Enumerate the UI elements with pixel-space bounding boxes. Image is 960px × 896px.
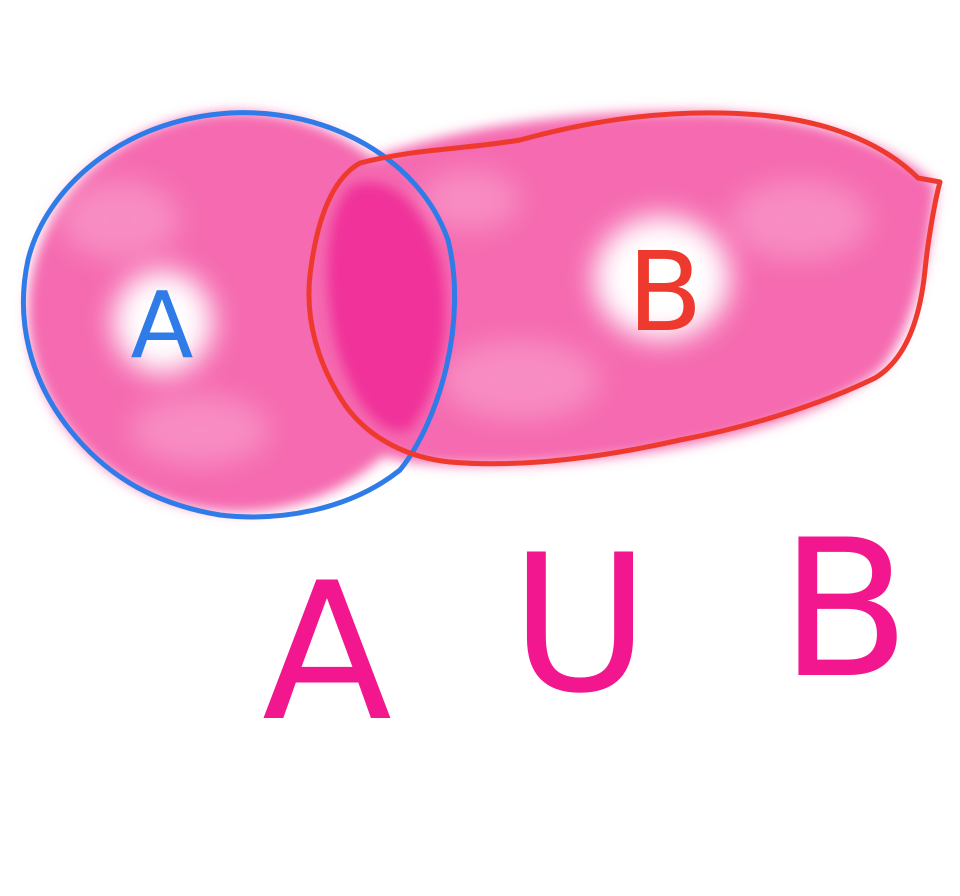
texture-spot	[60, 180, 180, 260]
set-a-outline	[20, 110, 458, 520]
expression-right-operand: B	[780, 499, 910, 720]
texture-spot	[420, 170, 520, 230]
set-b-label: B	[627, 228, 702, 356]
texture-spot	[730, 180, 870, 260]
union-expression: A U B	[262, 499, 910, 763]
set-b-outline	[306, 110, 943, 467]
texture-spot	[440, 340, 600, 420]
label-highlights	[113, 216, 730, 374]
set-b-label-highlight	[594, 216, 730, 340]
union-operator: U	[510, 514, 649, 735]
texture-spot	[130, 395, 270, 465]
expression-left-operand: A	[262, 542, 392, 763]
intersection-fill	[327, 182, 446, 432]
set-a-label: A	[131, 272, 194, 379]
set-a-label-highlight	[113, 270, 213, 374]
shading-texture	[60, 170, 870, 465]
